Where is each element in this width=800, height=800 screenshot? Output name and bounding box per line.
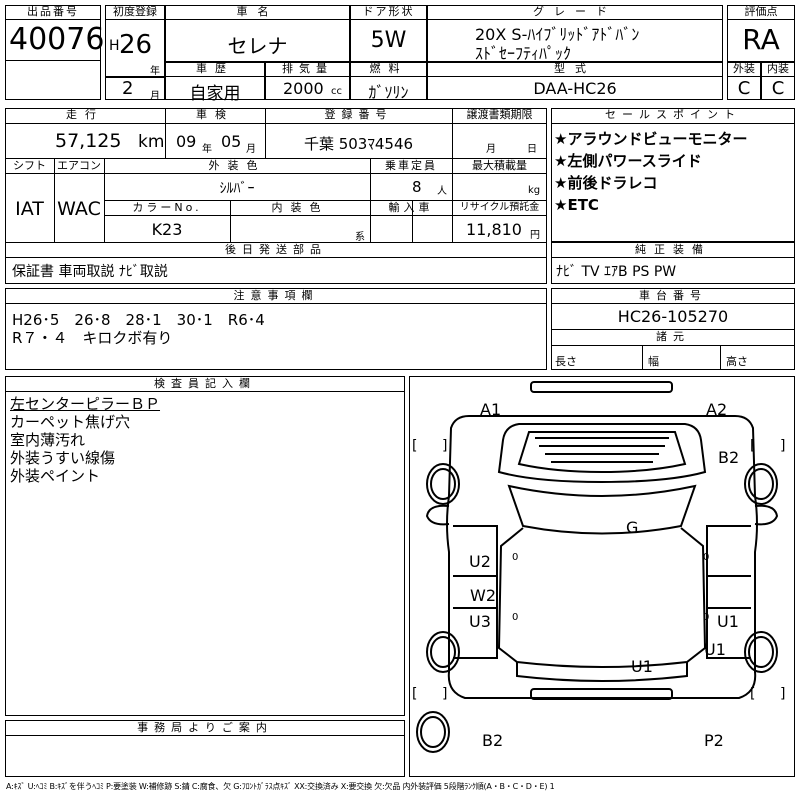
- genuine-equipment-block: [551, 242, 795, 284]
- history-cell: [165, 62, 265, 100]
- sales-point: ★ETC: [554, 196, 599, 214]
- damage-label-a1: A1: [480, 400, 502, 419]
- dim-length-label: 長さ: [555, 355, 577, 368]
- damage-label-p2: P2: [704, 731, 724, 750]
- dim-width-label: 幅: [648, 355, 659, 368]
- car-name: セレナ: [227, 34, 288, 58]
- door-cell: [350, 5, 427, 62]
- damage-label-u1-lower: U1: [704, 640, 726, 659]
- first-registration-cell: [105, 5, 165, 77]
- exterior-color: ｼﾙﾊﾞｰ: [219, 181, 255, 197]
- notes-line-2: R７・４ キロクボ有り: [12, 329, 173, 347]
- sales-point: ★左側パワースライド: [554, 152, 702, 170]
- vehicle-history: 自家用: [189, 84, 241, 104]
- era: H: [109, 38, 120, 54]
- damage-label-w2: W2: [470, 586, 496, 605]
- sales-points-block: [551, 108, 795, 242]
- damage-label-u3: U3: [469, 612, 491, 631]
- bracket-close: ]: [442, 686, 448, 702]
- office-notice-block: [5, 720, 405, 777]
- grade-cell: [427, 5, 723, 62]
- overall-score: RA: [742, 23, 780, 56]
- interior-score-cell: [761, 62, 795, 100]
- color-number: K23: [151, 220, 183, 239]
- recycle-deposit: 11,810: [466, 220, 522, 239]
- grade-line-1: 20X S-ﾊｲﾌﾞﾘｯﾄﾞｱﾄﾞﾊﾞﾝ: [475, 25, 640, 44]
- reg-month: 2: [122, 78, 134, 99]
- bracket-open: [: [750, 686, 756, 702]
- inspection-year: 09: [176, 132, 197, 151]
- car-name-cell: [165, 5, 350, 62]
- lot-number: 40076: [9, 22, 105, 57]
- shift-type: IAT: [15, 198, 44, 220]
- bracket-open: [: [412, 686, 418, 702]
- damage-label-b2-bottom: B2: [482, 731, 504, 750]
- inspector-note: 外装ペイント: [10, 467, 101, 485]
- seating-capacity: 8: [412, 178, 422, 196]
- bracket-close: ]: [442, 438, 448, 454]
- dim-height-label: 高さ: [726, 355, 748, 368]
- later-shipping-parts: 保証書 車両取説 ﾅﾋﾞ取説: [12, 264, 168, 280]
- car-diagram: [416, 381, 779, 753]
- mileage: 57,125: [55, 130, 122, 152]
- damage-label-b2-right: B2: [718, 448, 740, 467]
- damage-legend: A:ｷｽﾞ U:ﾍｺﾐ B:ｷｽﾞを伴うﾍｺﾐ P:要塗装 W:補修跡 S:錆 …: [6, 782, 555, 791]
- damage-label-u1-center: U1: [631, 657, 653, 676]
- inspector-note: カーペット焦げ穴: [10, 413, 131, 431]
- lot-number-cell: [5, 5, 101, 100]
- notes-line-1: H26･5 26･8 28･1 30･1 R6･4: [12, 311, 265, 329]
- inspection-month: 05: [221, 132, 242, 151]
- exterior-score-cell: [727, 62, 761, 100]
- damage-label-a2: A2: [706, 400, 728, 419]
- score-cell: [727, 5, 795, 62]
- damage-label-u2: U2: [469, 552, 491, 571]
- plate-number: 千葉 503ﾏ4546: [303, 135, 414, 153]
- bracket-close: ]: [780, 686, 786, 702]
- genuine-equipment: ﾅﾋﾞ TV ｴｱB PS PW: [556, 264, 677, 280]
- exterior-score: C: [737, 78, 751, 99]
- lot-number-header: 出品番号: [27, 5, 79, 18]
- bracket-open: [: [750, 438, 756, 454]
- fuel-type: ｶﾞｿﾘﾝ: [368, 83, 409, 102]
- air-conditioner: WAC: [57, 198, 101, 220]
- door-type: 5W: [370, 28, 407, 53]
- vehicle-details-block: [5, 108, 547, 284]
- model-code: DAA-HC26: [533, 79, 617, 98]
- notes-block: [5, 288, 547, 370]
- displacement: 2000: [283, 79, 324, 98]
- inspector-note: 左センターピラーＢＰ: [10, 395, 161, 413]
- sales-points-list: ★アラウンドビューモニター ★左側パワースライド ★前後ドラレコ ★ETC: [554, 128, 747, 216]
- reg-month-cell: [105, 77, 165, 100]
- inspector-notes-block: [5, 376, 405, 716]
- reg-year: 26: [119, 30, 153, 60]
- sales-point: ★前後ドラレコ: [554, 174, 658, 192]
- displacement-cell: [265, 62, 350, 100]
- inspector-note: 外装うすい線傷: [10, 449, 116, 467]
- damage-label-u1-right: U1: [717, 612, 739, 631]
- grade-line-2: ｽﾄﾞｾｰﾌﾃｨﾊﾟｯｸ: [475, 44, 572, 63]
- sales-point: ★アラウンドビューモニター: [554, 130, 748, 148]
- inspector-notes-list: 左センターピラーＢＰ カーペット焦げ穴 室内薄汚れ 外装うすい線傷 外装ペイント: [10, 395, 160, 485]
- model-cell: [427, 62, 723, 100]
- bracket-open: [: [412, 438, 418, 454]
- bracket-close: ]: [780, 438, 786, 454]
- inspector-note: 室内薄汚れ: [10, 431, 86, 449]
- damage-label-g: G: [626, 518, 639, 537]
- fuel-cell: [350, 62, 427, 100]
- first-registration-header: 初度登録: [113, 5, 157, 18]
- interior-score: C: [771, 78, 785, 99]
- chassis-number: HC26-105270: [617, 307, 729, 326]
